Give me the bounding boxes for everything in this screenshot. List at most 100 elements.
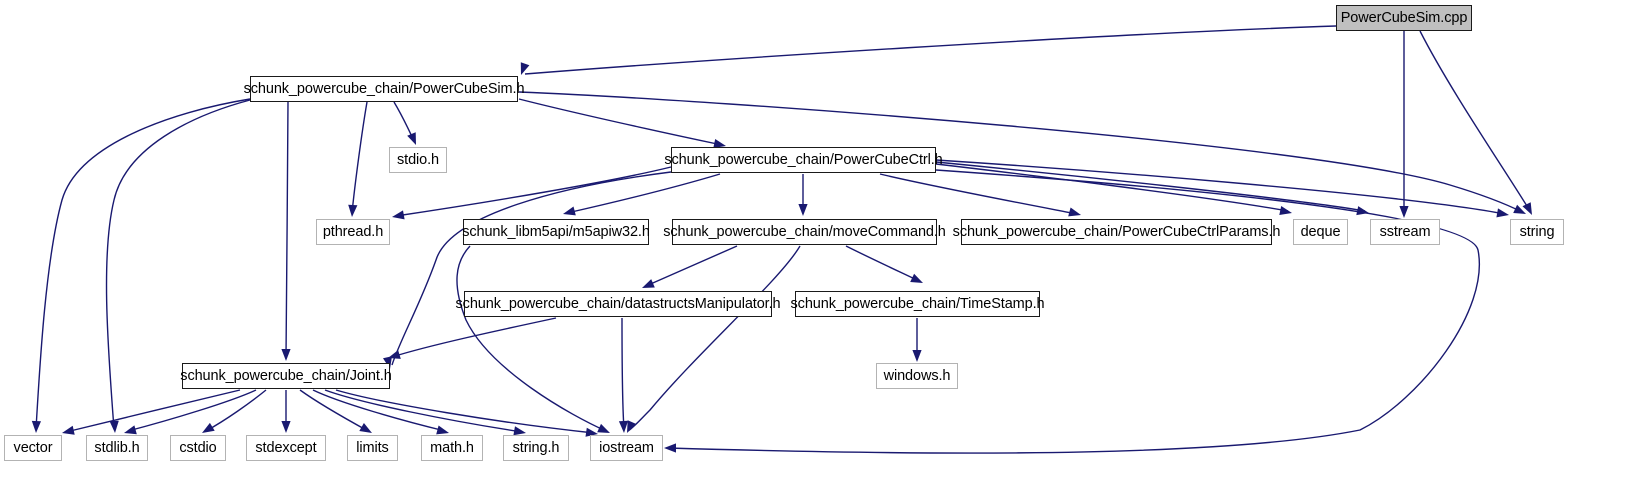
graph-node-label: deque xyxy=(1300,223,1341,240)
graph-node-pthread_h[interactable]: pthread.h xyxy=(316,219,390,245)
graph-edge xyxy=(351,101,368,214)
graph-node-label: stdio.h xyxy=(396,151,440,168)
graph-node-label: string xyxy=(1519,223,1555,240)
graph-node-label: schunk_powercube_chain/TimeStamp.h xyxy=(790,295,1045,312)
graph-edge xyxy=(518,98,723,146)
graph-edge xyxy=(456,245,607,432)
graph-node-movecommand_h[interactable]: schunk_powercube_chain/moveCommand.h xyxy=(663,219,946,245)
graph-node-cstdio[interactable]: cstdio xyxy=(170,435,226,461)
graph-node-label: schunk_powercube_chain/PowerCubeCtrl.h xyxy=(664,151,943,168)
graph-edge-arrowhead xyxy=(563,206,576,216)
graph-node-string_h[interactable]: string.h xyxy=(503,435,569,461)
graph-node-powercubectrlparams_h[interactable]: schunk_powercube_chain/PowerCubeCtrlPara… xyxy=(953,219,1280,245)
graph-edge xyxy=(285,101,289,358)
graph-node-label: cstdio xyxy=(179,439,217,456)
graph-node-label: sstream xyxy=(1379,223,1431,240)
graph-edge-arrowhead xyxy=(520,62,530,75)
graph-node-windows_h[interactable]: windows.h xyxy=(876,363,958,389)
graph-node-label: schunk_powercube_chain/moveCommand.h xyxy=(663,223,946,240)
graph-edge xyxy=(935,161,1366,212)
graph-edge-arrowhead xyxy=(436,425,449,435)
graph-node-powercubesim_cpp[interactable]: PowerCubeSim.cpp xyxy=(1336,5,1472,31)
graph-edge xyxy=(65,389,241,433)
graph-edge-arrowhead xyxy=(597,423,610,433)
graph-edge xyxy=(935,163,1289,212)
graph-edge-arrowhead xyxy=(1356,206,1369,216)
graph-edge-arrowhead xyxy=(407,132,416,145)
graph-node-iostream[interactable]: iostream xyxy=(590,435,663,461)
graph-edge-arrowhead xyxy=(618,420,629,433)
graph-edge-arrowhead xyxy=(109,420,119,433)
graph-node-limits[interactable]: limits xyxy=(347,435,398,461)
graph-edge xyxy=(621,317,625,430)
graph-node-deque[interactable]: deque xyxy=(1293,219,1348,245)
graph-edge-arrowhead xyxy=(348,204,358,217)
graph-node-label: schunk_powercube_chain/datastructsManipu… xyxy=(455,295,781,312)
graph-edge-arrowhead xyxy=(392,210,405,220)
graph-node-timestamp_h[interactable]: schunk_powercube_chain/TimeStamp.h xyxy=(791,291,1045,317)
graph-node-label: PowerCubeSim.cpp xyxy=(1340,9,1468,26)
graph-edge-arrowhead xyxy=(1496,208,1509,218)
graph-edge-arrowhead xyxy=(1513,204,1526,214)
graph-edge-arrowhead xyxy=(627,420,637,433)
graph-node-vector[interactable]: vector xyxy=(4,435,62,461)
graph-node-label: schunk_powercube_chain/PowerCubeSim.h xyxy=(243,80,525,97)
graph-edge xyxy=(566,173,721,214)
graph-edge-arrowhead xyxy=(910,273,923,283)
graph-node-label: stdlib.h xyxy=(94,439,140,456)
graph-edge xyxy=(879,173,1078,215)
graph-node-stdexcept[interactable]: stdexcept xyxy=(246,435,326,461)
graph-edge xyxy=(335,389,595,434)
graph-node-string[interactable]: string xyxy=(1510,219,1564,245)
graph-edge xyxy=(395,166,672,217)
graph-node-label: limits xyxy=(356,439,389,456)
graph-edge-arrowhead xyxy=(62,425,75,435)
graph-edge-arrowhead xyxy=(1279,206,1292,215)
graph-node-math_h[interactable]: math.h xyxy=(421,435,483,461)
graph-node-stdlib_h[interactable]: stdlib.h xyxy=(86,435,148,461)
graph-edge xyxy=(845,245,920,282)
graph-node-label: schunk_powercube_chain/PowerCubeCtrlPara… xyxy=(952,223,1281,240)
graph-edge xyxy=(627,245,801,432)
graph-edge-arrowhead xyxy=(513,426,526,436)
graph-edge-arrowhead xyxy=(359,423,372,433)
graph-node-powercubesim_h[interactable]: schunk_powercube_chain/PowerCubeSim.h xyxy=(244,76,525,102)
graph-edge-arrowhead xyxy=(124,425,137,435)
graph-edge xyxy=(393,101,415,142)
graph-edge-arrowhead xyxy=(31,420,41,433)
graph-edge xyxy=(312,389,446,432)
graph-edge xyxy=(391,171,672,366)
graph-node-label: schunk_powercube_chain/Joint.h xyxy=(180,367,392,384)
graph-node-label: iostream xyxy=(599,439,654,456)
graph-node-datastructsmanipulator_h[interactable]: schunk_powercube_chain/datastructsManipu… xyxy=(456,291,781,317)
graph-edge xyxy=(667,169,1481,454)
graph-node-label: pthread.h xyxy=(322,223,384,240)
graph-edge xyxy=(524,25,1337,75)
graph-edge-arrowhead xyxy=(1399,206,1409,218)
graph-edge-arrowhead xyxy=(912,350,922,362)
graph-node-label: stdexcept xyxy=(255,439,317,456)
graph-edge-arrowhead xyxy=(202,422,215,433)
graph-node-label: windows.h xyxy=(883,367,951,384)
graph-node-m5apiw32_h[interactable]: schunk_libm5api/m5apiw32.h xyxy=(462,219,650,245)
graph-edge-arrowhead xyxy=(664,443,676,453)
graph-node-stdio_h[interactable]: stdio.h xyxy=(389,147,447,173)
graph-node-joint_h[interactable]: schunk_powercube_chain/Joint.h xyxy=(180,363,392,389)
graph-edge xyxy=(299,389,369,432)
graph-edge xyxy=(127,389,257,432)
graph-edge-arrowhead xyxy=(798,204,808,216)
graph-edge xyxy=(324,389,523,433)
graph-edge-arrowhead xyxy=(642,279,655,288)
graph-edge-arrowhead xyxy=(281,349,291,361)
graph-node-label: string.h xyxy=(512,439,560,456)
graph-node-label: vector xyxy=(13,439,53,456)
graph-node-powercubectrl_h[interactable]: schunk_powercube_chain/PowerCubeCtrl.h xyxy=(664,147,943,173)
graph-node-label: math.h xyxy=(430,439,474,456)
graph-edge xyxy=(1419,30,1531,212)
graph-edge xyxy=(935,159,1506,215)
graph-edge-arrowhead xyxy=(1522,202,1532,215)
graph-edge xyxy=(645,245,738,287)
graph-edge-arrowhead xyxy=(281,421,291,433)
graph-node-sstream[interactable]: sstream xyxy=(1370,219,1440,245)
